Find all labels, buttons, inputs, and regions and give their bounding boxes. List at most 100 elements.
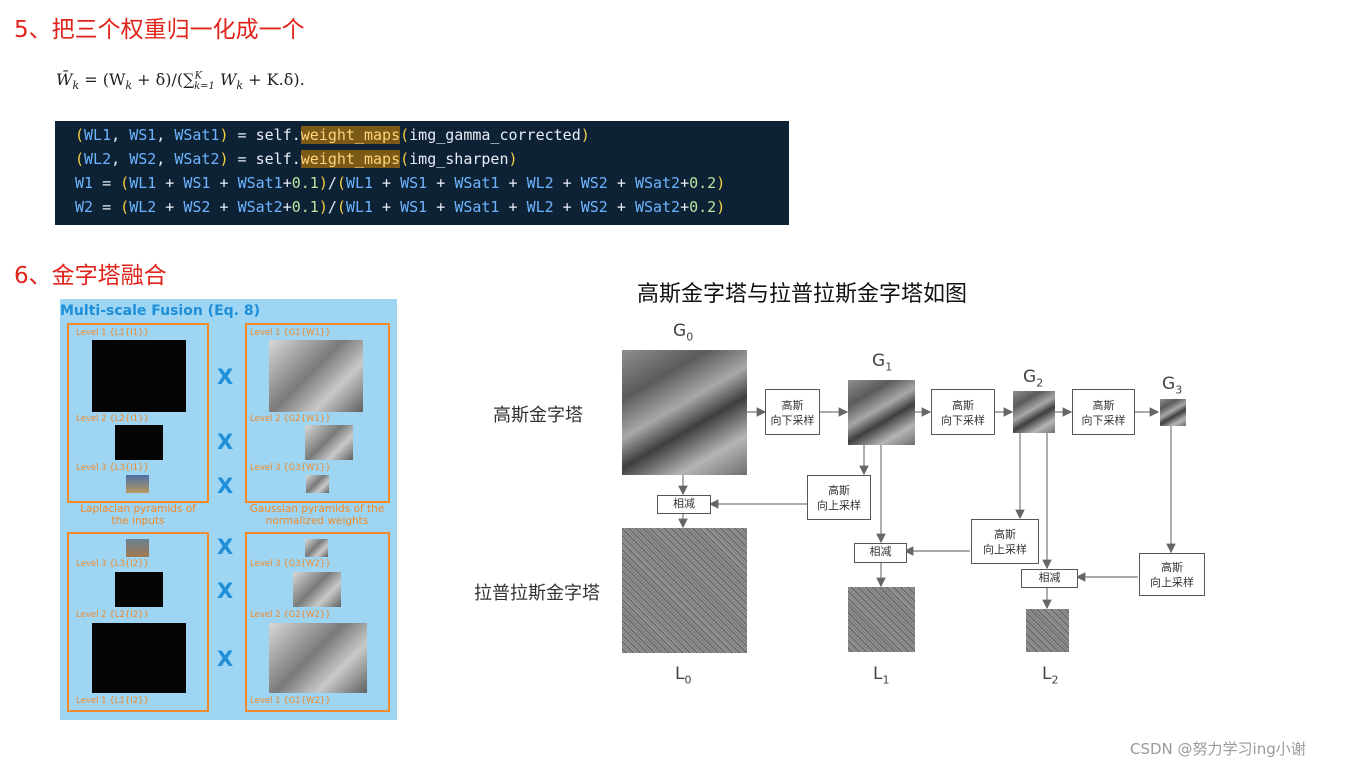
- code-token: WS1: [129, 126, 157, 144]
- code-token: +: [553, 174, 581, 192]
- l0-letter: L: [675, 664, 685, 684]
- code-line-3: W1 = (WL1 + WS1 + WSat1+0.1)/(WL1 + WS1 …: [75, 174, 725, 192]
- g3-letter: G: [1162, 374, 1176, 394]
- code-token: /: [327, 174, 337, 192]
- code-token: = self.: [228, 150, 301, 168]
- formula-tail: W: [214, 70, 237, 89]
- code-token: +: [282, 174, 292, 192]
- multiply-mark-1: X: [217, 365, 234, 389]
- watermark: CSDN @努力学习ing小谢: [1130, 740, 1306, 758]
- gaussian-w1-box: [245, 323, 390, 503]
- image-l2-i2: [115, 572, 163, 607]
- code-token: ): [580, 126, 590, 144]
- image-g2-w1: [305, 425, 353, 460]
- down-sample-box-1: 高斯 向下采样: [765, 389, 820, 435]
- code-token: ): [219, 150, 229, 168]
- formula-sub: k: [72, 79, 80, 93]
- code-token: WL2: [526, 174, 554, 192]
- gaussian-pyramid-label: 高斯金字塔: [493, 405, 583, 426]
- l1-label: L1: [873, 664, 889, 686]
- code-token: weight_maps: [300, 126, 401, 144]
- code-token: WL2: [526, 198, 554, 216]
- code-token: WSat2: [237, 198, 283, 216]
- code-token: weight_maps: [300, 150, 401, 168]
- code-token: ,: [111, 150, 130, 168]
- image-l3-i2: [126, 539, 149, 557]
- g2-letter: G: [1023, 367, 1037, 387]
- g2-sub: 2: [1036, 376, 1044, 390]
- caption-gaussian: Gaussian pyramids of the normalized weig…: [249, 503, 385, 527]
- g0-sub: 0: [686, 330, 694, 344]
- code-token: WS2: [129, 150, 157, 168]
- image-l1-i1: [92, 340, 186, 412]
- code-token: img_gamma_corrected: [409, 126, 581, 144]
- laplacian-image-l0: [622, 528, 747, 653]
- g2-label: G2: [1023, 367, 1043, 389]
- code-token: WSat2: [634, 198, 681, 216]
- image-g3-w2: [305, 539, 328, 557]
- code-token: +: [282, 198, 292, 216]
- image-g2-w2: [293, 572, 341, 607]
- label-l1-i2: Level 1 {L1{I2}}: [76, 696, 149, 706]
- code-token: +: [680, 174, 690, 192]
- code-token: W1: [75, 174, 94, 192]
- code-token: (: [120, 198, 130, 216]
- code-token: (: [75, 126, 85, 144]
- formula-end: + K.δ).: [243, 70, 305, 89]
- code-token: (: [75, 150, 85, 168]
- up-sample-box-2: 高斯 向上采样: [971, 519, 1039, 564]
- normalization-formula: W̄k = (Wk + δ)/(∑Kk=1 Wk + K.δ).: [56, 70, 305, 92]
- code-token: ): [716, 198, 726, 216]
- multiply-mark-3: X: [217, 474, 234, 498]
- multiply-mark-2: X: [217, 430, 234, 454]
- multiply-mark-5: X: [217, 579, 234, 603]
- code-token: +: [553, 198, 581, 216]
- gaussian-image-g3: [1160, 399, 1186, 426]
- code-token: 0.1: [291, 198, 319, 216]
- subtract-box-1: 相减: [657, 495, 711, 514]
- code-token: WSat1: [237, 174, 283, 192]
- g3-label: G3: [1162, 374, 1182, 396]
- subtract-box-2: 相减: [854, 543, 907, 563]
- code-token: WL1: [84, 126, 112, 144]
- laplacian-image-l1: [848, 587, 915, 652]
- label-g1-w1: Level 1 {G1{W1}}: [250, 328, 331, 338]
- code-token: WSat1: [454, 174, 500, 192]
- l0-sub: 0: [684, 673, 692, 687]
- code-token: = self.: [228, 126, 301, 144]
- code-token: +: [373, 198, 401, 216]
- section-6-heading: 6、金字塔融合: [14, 263, 167, 289]
- code-token: ,: [111, 126, 130, 144]
- code-token: WL2: [84, 150, 112, 168]
- section-5-heading: 5、把三个权重归一化成一个: [14, 17, 305, 43]
- code-token: WL1: [345, 198, 374, 216]
- code-token: WS1: [183, 174, 211, 192]
- fusion-title: Multi-scale Fusion (Eq. 8): [60, 303, 260, 319]
- code-token: WSat2: [634, 174, 681, 192]
- l2-label: L2: [1042, 664, 1058, 686]
- code-token: img_sharpen: [409, 150, 509, 168]
- code-token: W2: [75, 198, 94, 216]
- code-token: WL1: [345, 174, 374, 192]
- code-token: +: [499, 174, 527, 192]
- laplacian-pyramid-label: 拉普拉斯金字塔: [474, 583, 600, 604]
- label-g1-w2: Level 1 {G1{W2}}: [250, 696, 331, 706]
- code-token: WSat2: [174, 150, 220, 168]
- g1-sub: 1: [885, 360, 893, 374]
- image-l1-i2: [92, 623, 186, 693]
- formula-sub-3: k: [236, 79, 244, 93]
- label-l3-i2: Level 3 {L3{I2}}: [76, 559, 149, 569]
- label-l3-i1: Level 3 {L3{I1}}: [76, 463, 149, 473]
- code-token: +: [156, 174, 184, 192]
- code-token: =: [93, 198, 121, 216]
- subtract-box-3: 相减: [1021, 569, 1078, 588]
- label-g3-w2: Level 3 {G3{W2}}: [250, 559, 331, 569]
- g0-letter: G: [673, 321, 687, 341]
- code-token: (: [400, 150, 410, 168]
- up-sample-box-3: 高斯 向上采样: [1139, 553, 1205, 596]
- code-token: ): [318, 198, 328, 216]
- image-l2-i1: [115, 425, 163, 460]
- pyramid-title: 高斯金字塔与拉普拉斯金字塔如图: [637, 282, 968, 307]
- g3-sub: 3: [1175, 383, 1183, 397]
